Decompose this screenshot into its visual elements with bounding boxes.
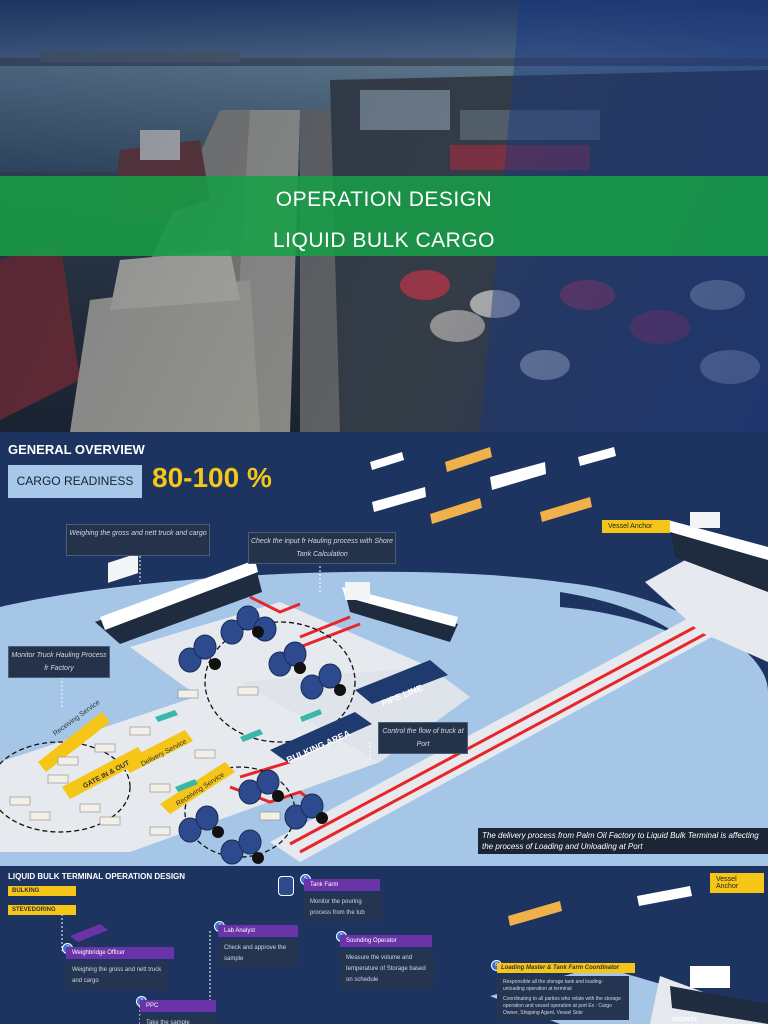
role-sounding-operator: Sounding Operator: [340, 935, 432, 947]
security-label: SECURITY: [672, 1017, 698, 1023]
note-weighing: Weighing the gross and nett truck and ca…: [66, 524, 210, 556]
role-loading-master-desc: Responsible all the storage tank and loa…: [497, 976, 629, 1020]
page-title: OPERATION DESIGN: [275, 188, 493, 211]
role-tank-farm: Tank Farm: [304, 879, 380, 891]
ops-title: LIQUID BULK TERMINAL OPERATION DESIGN: [8, 872, 186, 881]
role-ppc: PPC: [140, 1000, 216, 1012]
role-loading-master: Loading Master & Tank Farm Coordinator: [497, 963, 635, 973]
role-tank-farm-desc: Monitor the pouring process from the tub: [304, 894, 382, 922]
note-monitor-truck: Monitor Truck Hauling Process fr Factory: [8, 646, 110, 678]
hero-banner: OPERATION DESIGN LIQUID BULK CARGO: [0, 0, 768, 432]
note-control-flow: Control the flow of truck at Port: [378, 722, 468, 754]
section-title: GENERAL OVERVIEW: [8, 442, 145, 457]
role-lab-desc: Check and approve the sample: [218, 940, 298, 968]
loading-master-desc-1: Responsible all the storage tank and loa…: [503, 979, 604, 992]
vessel-anchor-tag-2: Vessel Anchor: [710, 873, 764, 893]
role-sounding-desc: Measure the volume and temperature of St…: [340, 950, 434, 989]
tank-farm-icon: [278, 876, 294, 896]
cargo-readiness-label: CARGO READINESS: [8, 465, 142, 498]
loading-master-desc-2: Coordinating to all parties who relate w…: [503, 996, 621, 1016]
page-subtitle: LIQUID BULK CARGO: [272, 229, 496, 252]
role-ppc-desc: Take the sample: [140, 1015, 216, 1024]
bulking-bar: BULKING: [8, 886, 76, 896]
title-band: OPERATION DESIGN LIQUID BULK CARGO: [0, 176, 768, 256]
cargo-readiness-value: 80-100 %: [152, 462, 272, 493]
role-weighbridge-desc: Weighing the gross and nett truck and ca…: [66, 962, 168, 990]
note-check-input: Check the input fr Hauling process with …: [248, 532, 396, 564]
role-lab-analyst: Lab Analyst: [218, 925, 298, 937]
stevedoring-bar: STEVEDORING: [8, 905, 76, 915]
general-overview-section: GENERAL OVERVIEW CARGO READINESS 80-100 …: [0, 432, 768, 866]
role-weighbridge-officer: Weighbridge Officer: [66, 947, 174, 959]
overview-diagram: [0, 447, 768, 866]
vessel-anchor-tag: Vessel Anchor: [602, 520, 670, 533]
operation-design-section: LIQUID BULK TERMINAL OPERATION DESIGN BU…: [0, 866, 768, 1024]
delivery-process-note: The delivery process from Palm Oil Facto…: [478, 828, 768, 854]
ship-icons: [370, 447, 616, 524]
